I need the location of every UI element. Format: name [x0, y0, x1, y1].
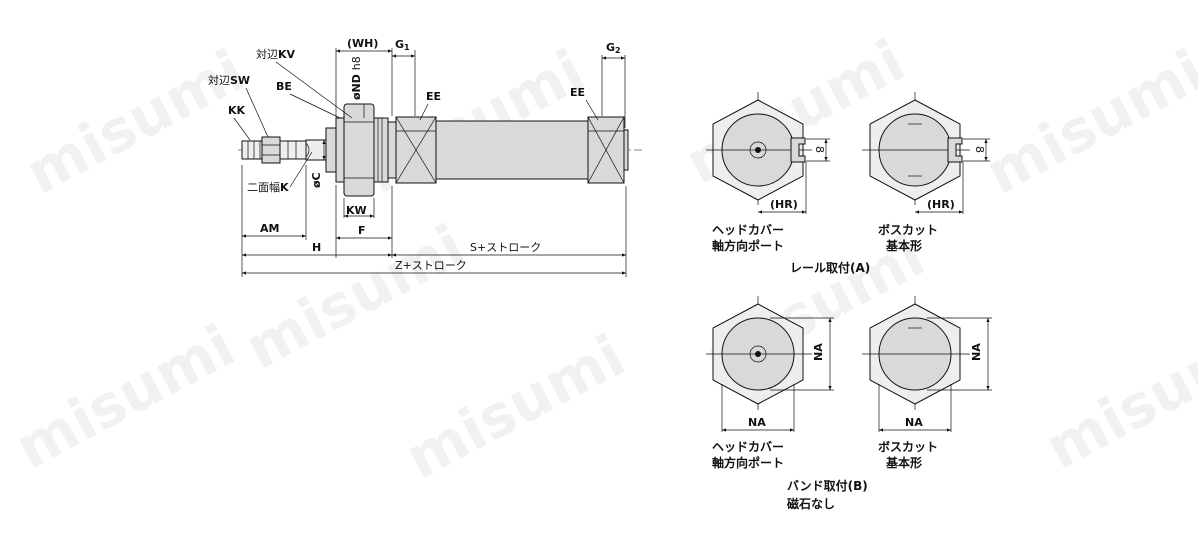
mounting-nut — [343, 103, 375, 197]
band-right-name-1: ボスカット — [878, 439, 938, 454]
band-right-name-2: 基本形 — [885, 455, 922, 470]
band-left-name-1: ヘッドカバー — [712, 440, 784, 454]
rail-dim-hr: (HR) — [770, 198, 798, 211]
watermark-layer: misumi misumi misumi misumi misumi misum… — [5, 26, 1198, 492]
dim-g1: G1 — [395, 38, 410, 52]
rail-dim-hr: (HR) — [927, 198, 955, 211]
dim-ee-left: EE — [426, 90, 441, 103]
rail-mount-right-view: 8 (HR) ボスカット 基本形 — [862, 92, 990, 253]
band-dim-na-bottom: NA — [748, 416, 766, 429]
dim-f: F — [358, 224, 366, 237]
watermark: misumi — [15, 36, 256, 207]
watermark: misumi — [5, 311, 246, 482]
watermark: misumi — [1035, 311, 1198, 482]
dim-kk: KK — [228, 104, 246, 117]
band-dim-na-bottom: NA — [905, 416, 923, 429]
dim-kv: 対辺KV — [256, 47, 296, 61]
rail-right-name-2: 基本形 — [885, 238, 922, 253]
dim-kw: KW — [346, 204, 367, 217]
band-left-name-2: 軸方向ポート — [712, 455, 784, 470]
dim-h: H — [312, 241, 321, 254]
rod-end-nut — [261, 136, 281, 164]
rail-profile — [947, 137, 963, 163]
rail-profile — [790, 137, 806, 163]
cylinder-side-view — [238, 103, 642, 197]
dim-nd: øND h8 — [350, 56, 363, 100]
rail-left-name-1: ヘッドカバー — [712, 223, 784, 237]
band-mount-left-view: NA NA ヘッドカバー 軸方向ポート — [706, 296, 834, 470]
cylinder-tube — [435, 120, 589, 180]
dim-am: AM — [260, 222, 279, 235]
band-dim-na-side: NA — [970, 343, 983, 361]
dim-wh: (WH) — [347, 37, 378, 50]
dim-ee-right: EE — [570, 86, 585, 99]
watermark: misumi — [395, 321, 636, 492]
watermark: misumi — [975, 36, 1198, 207]
dim-sw: 対辺SW — [208, 73, 250, 87]
dim-g2: G2 — [606, 41, 621, 55]
rod-collar — [325, 127, 337, 173]
mount-washer — [335, 117, 345, 183]
band-mount-caption-2: 磁石なし — [786, 496, 835, 511]
rail-mount-caption: レール取付(A) — [790, 260, 870, 275]
band-dim-na-side: NA — [812, 343, 825, 361]
dim-z-stroke: Z+ストローク — [395, 259, 467, 272]
band-mount-caption-1: バンド取付(B) — [787, 478, 868, 493]
band-mount-right-view: NA NA ボスカット 基本形 — [862, 296, 992, 470]
watermark: misumi — [235, 211, 476, 382]
rail-dim-8: 8 — [973, 146, 986, 153]
rail-right-name-1: ボスカット — [878, 222, 938, 237]
dim-c: øC — [310, 172, 323, 188]
mount-thread — [373, 117, 389, 183]
rail-left-name-2: 軸方向ポート — [712, 238, 784, 253]
side-view-dimensions: (WH) G1 G2 AM F KW H S+ストローク Z+ストローク øC … — [208, 37, 627, 277]
dim-be: BE — [276, 80, 292, 93]
rail-mount-left-view: 8 (HR) ヘッドカバー 軸方向ポート — [706, 92, 830, 253]
dim-s-stroke: S+ストローク — [470, 241, 541, 254]
rail-dim-8: 8 — [813, 146, 826, 153]
dim-k: 二面幅K — [247, 181, 289, 194]
